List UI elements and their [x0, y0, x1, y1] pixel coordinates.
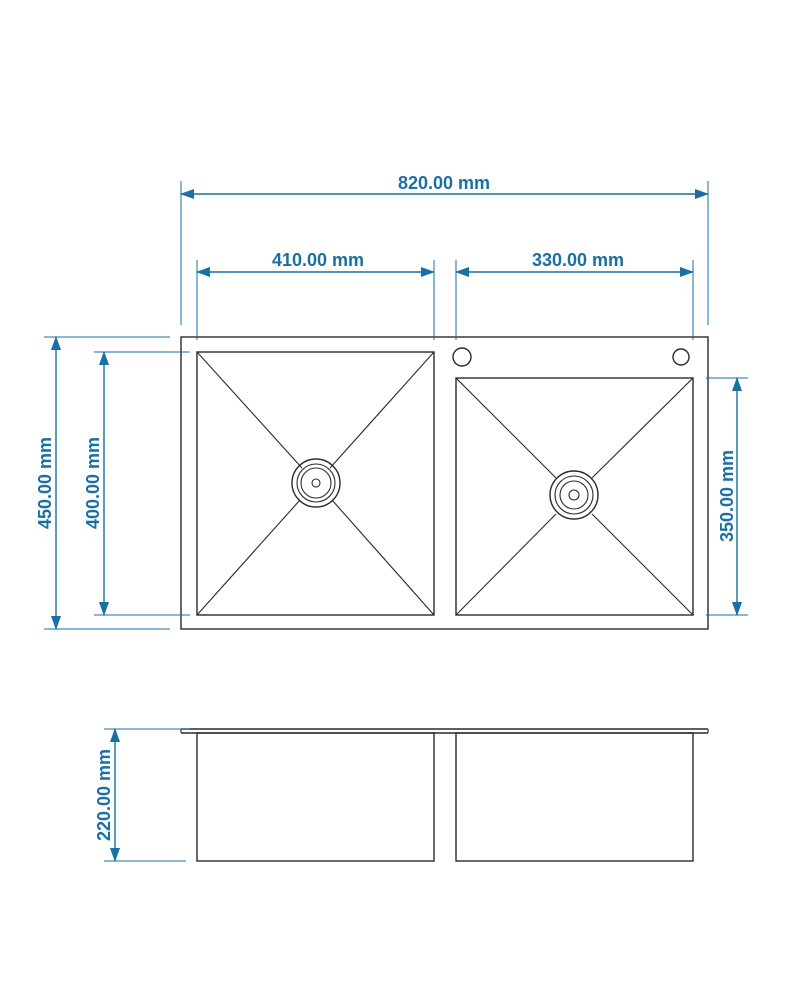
left-bowl-width-dimension: 410.00 mm [196, 250, 435, 340]
overall-depth-label: 450.00 mm [35, 437, 55, 529]
right-bowl [455, 377, 694, 616]
bowl-height-dimension: 220.00 mm [94, 728, 190, 862]
left-bowl-slope-line [329, 351, 435, 469]
right-bowl-outline [455, 377, 694, 616]
right-bowl-slope-line [591, 377, 694, 479]
side-left-bowl [196, 732, 435, 862]
right-bowl-width-label: 330.00 mm [532, 250, 624, 270]
overall-width-dimension: 820.00 mm [180, 173, 709, 325]
right-bowl-width-dimension: 330.00 mm [455, 250, 694, 340]
right-bowl-slope-line [455, 377, 557, 479]
left-bowl [196, 351, 435, 616]
side-right-bowl [455, 732, 694, 862]
right-bowl-depth-label: 350.00 mm [717, 450, 737, 542]
right-bowl-slope-line [455, 513, 557, 616]
left-bowl-depth-label: 400.00 mm [83, 437, 103, 529]
left-bowl-slope-line [196, 499, 301, 616]
side-view [180, 728, 709, 862]
right-bowl-depth-dimension: 350.00 mm [706, 377, 748, 616]
overall-width-label: 820.00 mm [398, 173, 490, 193]
top-view [180, 336, 709, 630]
faucet-hole-icon [452, 347, 472, 367]
left-drain-icon [291, 458, 341, 508]
sink-deck-outline [180, 336, 709, 630]
overall-depth-dimension: 450.00 mm [35, 336, 170, 630]
accessory-hole-icon [672, 348, 690, 366]
left-bowl-slope-line [196, 351, 303, 469]
left-bowl-width-label: 410.00 mm [272, 250, 364, 270]
right-bowl-slope-line [591, 513, 694, 616]
right-drain-icon [549, 470, 599, 520]
bowl-height-label: 220.00 mm [94, 749, 114, 841]
left-bowl-outline [196, 351, 435, 616]
left-bowl-slope-line [331, 499, 435, 616]
left-bowl-depth-dimension: 400.00 mm [83, 351, 190, 616]
